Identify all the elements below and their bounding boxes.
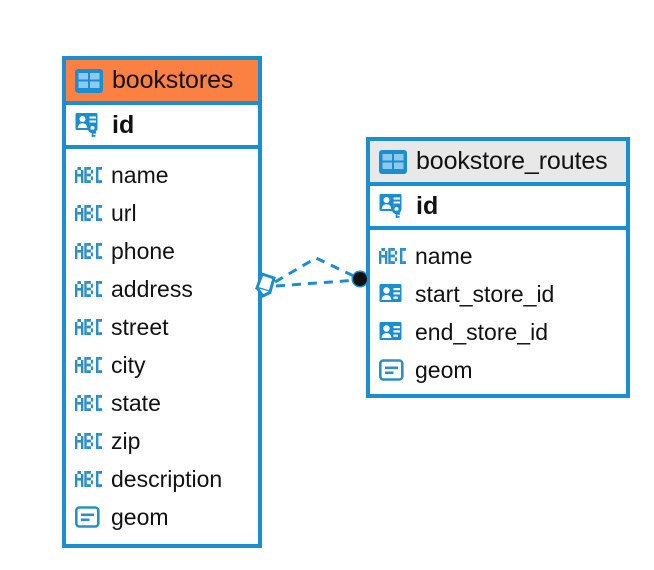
- field-row[interactable]: description: [75, 460, 249, 498]
- abc-text-icon: [75, 357, 102, 373]
- abc-text-icon: [75, 395, 102, 411]
- abc-text-icon: [75, 167, 102, 183]
- field-label: description: [111, 465, 223, 492]
- entity-title: bookstores: [112, 66, 234, 94]
- entity-bookstores[interactable]: bookstores id: [62, 56, 262, 548]
- primary-key-icon: [75, 111, 103, 139]
- field-label: geom: [111, 503, 169, 530]
- field-row[interactable]: state: [75, 384, 249, 422]
- abc-text-icon: [75, 433, 102, 449]
- field-row[interactable]: street: [75, 308, 249, 346]
- field-label: name: [111, 161, 169, 188]
- field-label: geom: [415, 356, 473, 383]
- abc-text-icon: [75, 205, 102, 221]
- field-row[interactable]: geom: [378, 351, 617, 389]
- abc-text-icon: [379, 248, 406, 264]
- field-list-bookstore-routes: name start_store_id: [370, 230, 626, 397]
- field-row[interactable]: phone: [75, 232, 249, 270]
- foreign-key-icon: [379, 320, 406, 344]
- field-row[interactable]: name: [379, 237, 617, 275]
- table-icon: [75, 68, 103, 93]
- field-row[interactable]: name: [75, 156, 249, 194]
- field-list-bookstores: name: [66, 149, 258, 544]
- entity-bookstore-routes[interactable]: bookstore_routes id: [366, 137, 630, 398]
- field-label: address: [111, 275, 193, 302]
- geometry-blob-icon: [378, 358, 406, 382]
- abc-text-icon: [75, 281, 102, 297]
- field-row[interactable]: start_store_id: [379, 275, 617, 313]
- table-icon: [379, 149, 407, 174]
- connector-line-lower: [275, 278, 359, 288]
- abc-text-icon: [75, 243, 102, 259]
- abc-text-icon: [75, 471, 102, 487]
- field-label: end_store_id: [415, 318, 548, 345]
- field-label: name: [415, 242, 473, 269]
- primary-key-label: id: [416, 191, 439, 220]
- relationship-connector[interactable]: [250, 238, 380, 318]
- field-label: city: [111, 351, 146, 378]
- primary-key-row[interactable]: id: [66, 105, 258, 149]
- connector-line-upper: [274, 256, 359, 284]
- primary-key-label: id: [112, 110, 135, 139]
- field-row[interactable]: end_store_id: [379, 313, 617, 351]
- foreign-key-icon: [379, 282, 406, 306]
- field-row[interactable]: city: [75, 346, 249, 384]
- field-row[interactable]: address: [75, 270, 249, 308]
- entity-title: bookstore_routes: [416, 147, 608, 175]
- field-label: zip: [111, 427, 141, 454]
- abc-text-icon: [75, 319, 102, 335]
- field-label: url: [111, 199, 137, 226]
- primary-key-row[interactable]: id: [370, 186, 626, 230]
- primary-key-icon: [379, 192, 407, 220]
- field-row[interactable]: url: [75, 194, 249, 232]
- entity-header-bookstores[interactable]: bookstores: [66, 60, 258, 105]
- field-label: phone: [111, 237, 175, 264]
- geometry-blob-icon: [74, 505, 102, 529]
- field-label: street: [111, 313, 169, 340]
- field-label: start_store_id: [415, 280, 555, 307]
- entity-header-bookstore-routes[interactable]: bookstore_routes: [370, 141, 626, 186]
- field-label: state: [111, 389, 161, 416]
- field-row[interactable]: geom: [74, 498, 249, 536]
- field-row[interactable]: zip: [75, 422, 249, 460]
